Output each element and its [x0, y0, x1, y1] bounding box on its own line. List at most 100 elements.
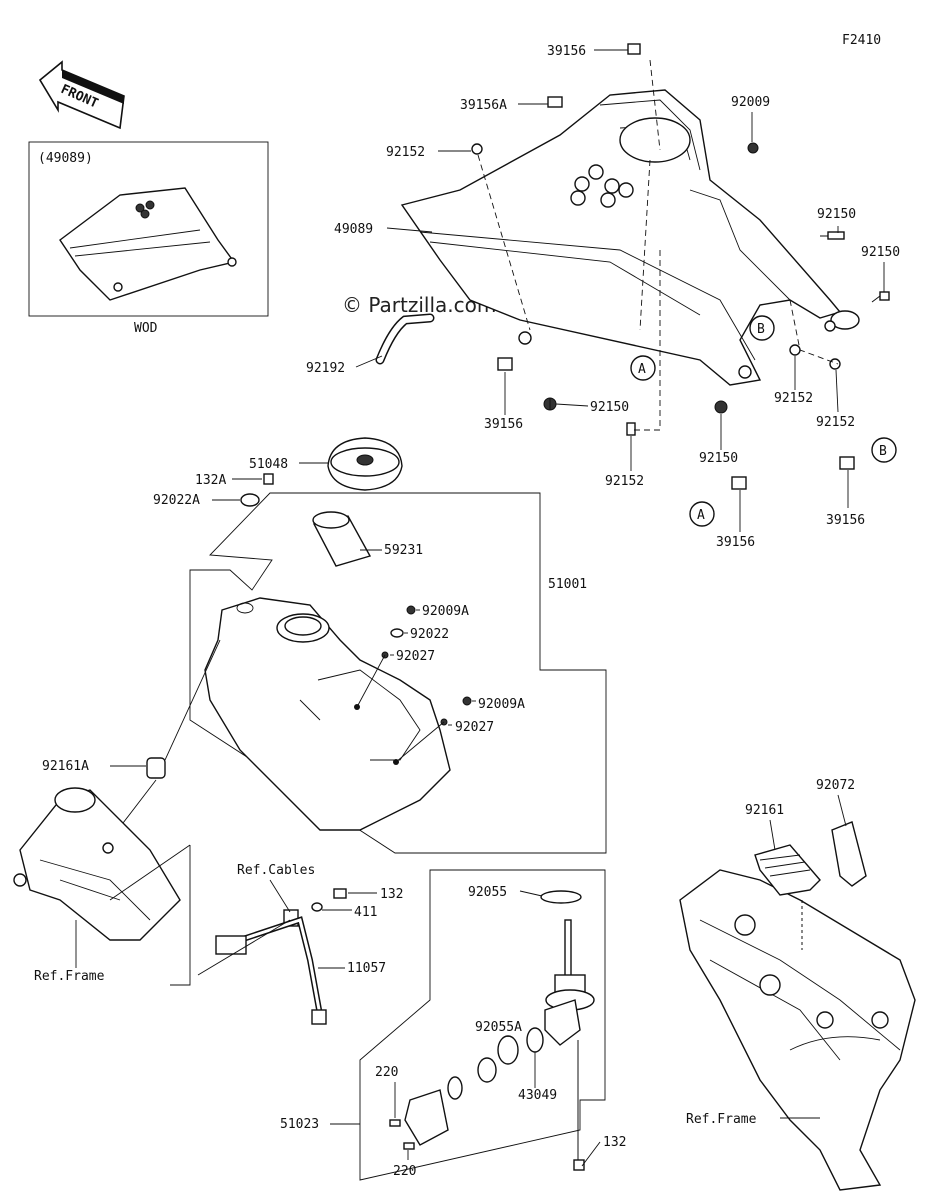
inset-title: (49089) — [38, 151, 93, 166]
washer-92022A — [240, 493, 260, 507]
callout-220-2: 220 — [393, 1164, 416, 1179]
filler-sleeve — [312, 511, 372, 567]
plunger — [477, 1057, 497, 1083]
clip-39156-b — [731, 476, 747, 490]
callout-92022A: 92022A — [153, 493, 200, 508]
grommet-92152-m — [789, 344, 801, 356]
callout-39156A: 39156A — [460, 98, 507, 113]
callout-51048: 51048 — [249, 457, 288, 472]
callout-92152-r: 92152 — [816, 415, 855, 430]
callout-49089: 49089 — [334, 222, 373, 237]
screw-220-1 — [389, 1119, 401, 1127]
callout-11057: 11057 — [347, 961, 386, 976]
clip-39156-top — [627, 43, 641, 55]
callout-92150-m: 92150 — [590, 400, 629, 415]
collar-right — [824, 310, 860, 332]
callout-92072: 92072 — [816, 778, 855, 793]
washer-411 — [311, 902, 323, 912]
callout-39156-top: 39156 — [547, 44, 586, 59]
bolt-132-1 — [333, 888, 347, 899]
lever-43049 — [526, 1027, 544, 1053]
callout-39156-l: 39156 — [484, 417, 523, 432]
svg-text:A: A — [638, 362, 646, 377]
inset-caption: WOD — [134, 321, 158, 336]
callout-92022: 92022 — [410, 627, 449, 642]
callout-92161A: 92161A — [42, 759, 89, 774]
oring-small — [447, 1076, 463, 1100]
marker-A-1: A — [630, 355, 656, 381]
callout-92055: 92055 — [468, 885, 507, 900]
frame-left — [13, 787, 181, 941]
callout-59231: 59231 — [384, 543, 423, 558]
callout-51023: 51023 — [280, 1117, 319, 1132]
callout-ref-cables: Ref.Cables — [237, 863, 315, 878]
front-arrow-icon: FRONT — [38, 60, 125, 130]
fuel-tank — [204, 597, 451, 831]
clip-39156-r — [839, 456, 855, 470]
callout-92152-m: 92152 — [774, 391, 813, 406]
screw-220-2 — [403, 1142, 415, 1150]
fuel-hose-11057 — [215, 916, 327, 1025]
callout-ref-frame-l: Ref.Frame — [34, 969, 105, 984]
filter-gasket-92055 — [540, 890, 582, 904]
callout-92152-l: 92152 — [386, 145, 425, 160]
marker-B-1: B — [749, 315, 775, 341]
leader-lines — [75, 49, 885, 1167]
fuel-cock-assembly-outline — [359, 869, 606, 1181]
marker-B-2: B — [871, 437, 897, 463]
cover-plate — [404, 1089, 449, 1146]
callout-92150-r1: 92150 — [817, 207, 856, 222]
callout-92009A-1: 92009A — [422, 604, 469, 619]
clip-39156A — [547, 96, 563, 108]
callout-92055A: 92055A — [475, 1020, 522, 1035]
callout-92027-2: 92027 — [455, 720, 494, 735]
bolt-92150-r2 — [871, 291, 890, 303]
callout-92152-b: 92152 — [605, 474, 644, 489]
callout-92009A-2: 92009A — [478, 697, 525, 712]
bolt-92150-r1 — [820, 231, 845, 240]
callout-411: 411 — [354, 905, 377, 920]
bolt-92150-m — [543, 397, 557, 411]
nut-92009 — [747, 142, 759, 154]
frame-right — [679, 869, 916, 1191]
damper-92161A — [146, 757, 166, 779]
bolt-92150-b — [714, 400, 728, 414]
callout-132-1: 132 — [380, 887, 403, 902]
washer-92022 — [390, 628, 404, 638]
callout-92150-b: 92150 — [699, 451, 738, 466]
callout-43049: 43049 — [518, 1088, 557, 1103]
svg-text:B: B — [757, 322, 765, 337]
nut-92009A-1 — [406, 605, 416, 615]
oring-92055A — [497, 1035, 519, 1065]
grommet-92152-b — [626, 422, 636, 436]
inset-wod: (49089) WOD — [28, 141, 269, 336]
clip-39156-l — [497, 357, 513, 371]
callout-132-2: 132 — [603, 1135, 626, 1150]
callout-92009: 92009 — [731, 95, 770, 110]
callout-92150-r2: 92150 — [861, 245, 900, 260]
svg-text:A: A — [697, 508, 705, 523]
grommet-92152-l — [471, 143, 483, 155]
callout-92027-1: 92027 — [396, 649, 435, 664]
nut-92009A-2 — [462, 696, 472, 706]
callout-ref-frame-r: Ref.Frame — [686, 1112, 757, 1127]
callout-39156-r: 39156 — [826, 513, 865, 528]
callout-132A: 132A — [195, 473, 226, 488]
callout-39156-b: 39156 — [716, 535, 755, 550]
screw-132A — [263, 473, 274, 485]
callout-51001: 51001 — [548, 577, 587, 592]
grommet-92152-r — [829, 358, 841, 370]
fuel-tank-shroud — [400, 89, 842, 386]
tank-assembly-outline — [189, 492, 607, 854]
callout-220-1: 220 — [375, 1065, 398, 1080]
callout-92192: 92192 — [306, 361, 345, 376]
bolt-132-2 — [573, 1159, 585, 1171]
damper-92161 — [754, 844, 821, 896]
fuel-cap — [327, 437, 403, 491]
callout-92161: 92161 — [745, 803, 784, 818]
marker-A-2: A — [689, 501, 715, 527]
bracket-92072 — [831, 821, 867, 887]
svg-text:B: B — [879, 444, 887, 459]
figure-code: F2410 — [842, 33, 881, 48]
